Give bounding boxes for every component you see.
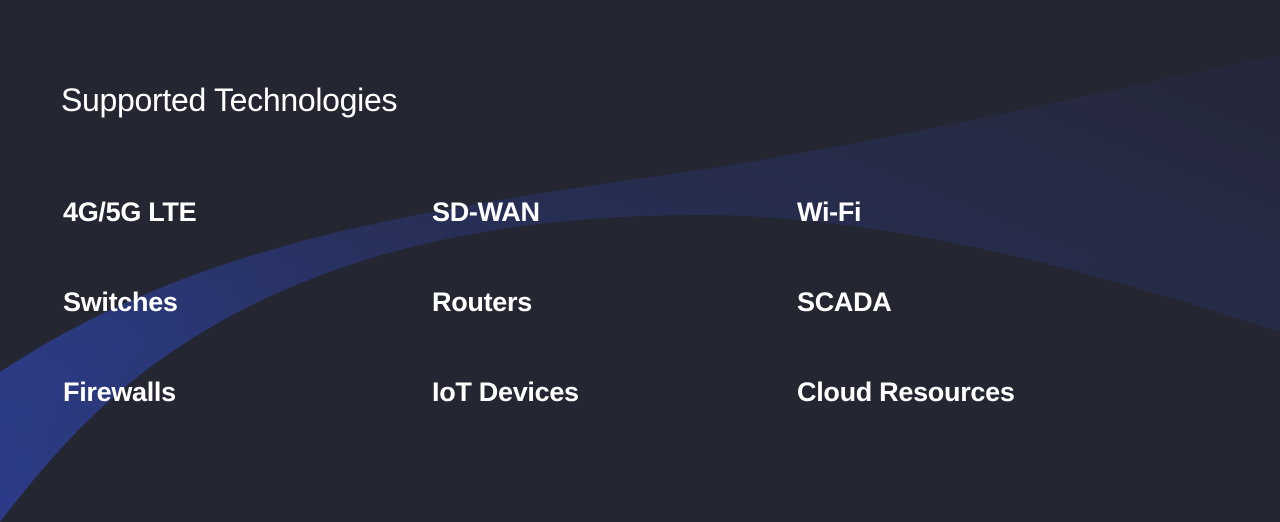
section-title: Supported Technologies xyxy=(61,82,398,118)
tech-item-sd-wan: SD-WAN xyxy=(432,197,540,227)
technologies-grid: 4G/5G LTE SD-WAN Wi-Fi Switches Routers … xyxy=(63,194,1163,434)
tech-item-switches: Switches xyxy=(63,287,178,317)
tech-item-scada: SCADA xyxy=(797,287,892,317)
tech-item-4g-5g-lte: 4G/5G LTE xyxy=(63,197,197,227)
tech-item-cloud-resources: Cloud Resources xyxy=(797,377,1015,407)
tech-item-routers: Routers xyxy=(432,287,532,317)
tech-item-wi-fi: Wi-Fi xyxy=(797,197,862,227)
tech-item-firewalls: Firewalls xyxy=(63,377,176,407)
tech-item-iot-devices: IoT Devices xyxy=(432,377,579,407)
